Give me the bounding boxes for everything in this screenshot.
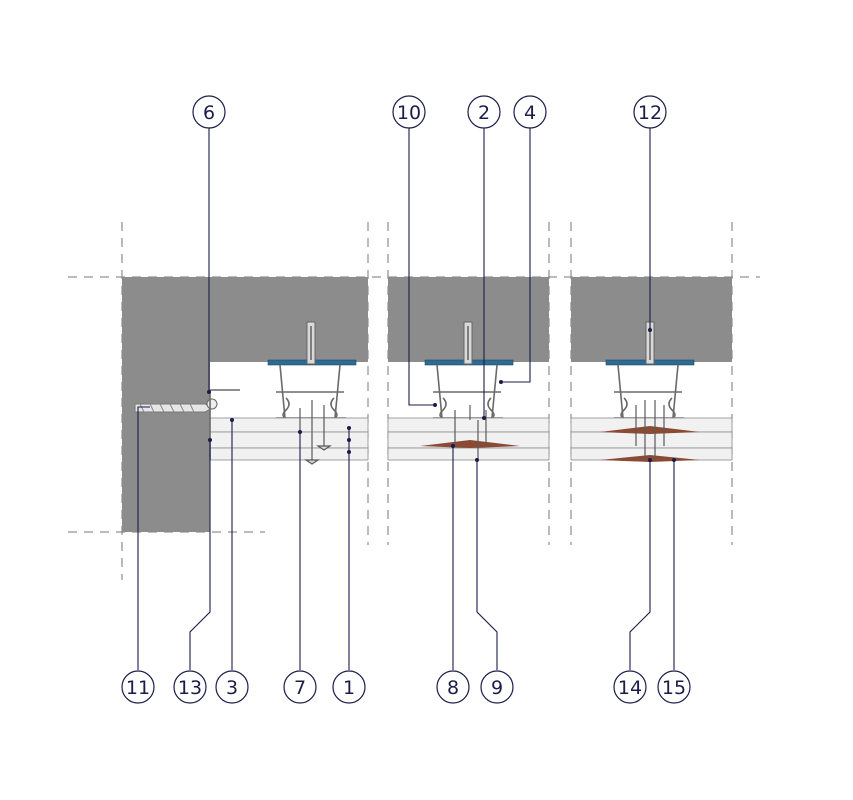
callout-6: 6 xyxy=(192,95,226,129)
gypsum-boards-middle xyxy=(387,417,550,461)
svg-text:1: 1 xyxy=(343,677,355,699)
gypsum-boards-right xyxy=(570,417,733,461)
svg-text:8: 8 xyxy=(447,677,459,699)
callout-8: 8 xyxy=(436,670,470,704)
callout-7: 7 xyxy=(283,670,317,704)
svg-text:10: 10 xyxy=(397,102,421,124)
callout-15: 15 xyxy=(657,670,691,704)
svg-text:2: 2 xyxy=(478,102,490,124)
svg-text:6: 6 xyxy=(203,102,215,124)
svg-text:9: 9 xyxy=(491,677,503,699)
svg-text:14: 14 xyxy=(618,677,642,699)
callout-2: 2 xyxy=(467,95,501,129)
hanger-profile xyxy=(276,364,346,419)
hanger-profile-middle xyxy=(433,364,503,419)
callout-12: 12 xyxy=(633,95,667,129)
hanger-profile-right xyxy=(614,364,684,419)
svg-text:3: 3 xyxy=(226,677,238,699)
leader-dots xyxy=(207,328,676,462)
callout-10: 10 xyxy=(392,95,426,129)
svg-text:11: 11 xyxy=(126,677,150,699)
section-middle xyxy=(387,277,550,461)
callout-11: 11 xyxy=(121,670,155,704)
wall-plug xyxy=(134,398,218,413)
callout-13: 13 xyxy=(173,670,207,704)
svg-text:4: 4 xyxy=(524,102,536,124)
leader-lines xyxy=(137,128,675,670)
callout-14: 14 xyxy=(613,670,647,704)
gypsum-boards xyxy=(209,417,369,461)
section-wall-junction xyxy=(122,277,369,532)
joint-tape-right-upper xyxy=(600,426,700,434)
screws-section-1 xyxy=(299,400,332,465)
svg-text:12: 12 xyxy=(638,102,662,124)
callout-9: 9 xyxy=(480,670,514,704)
callout-4: 4 xyxy=(513,95,547,129)
screws-section-2 xyxy=(454,405,487,460)
svg-text:15: 15 xyxy=(662,677,686,699)
svg-text:7: 7 xyxy=(294,677,306,699)
svg-text:13: 13 xyxy=(178,677,202,699)
ceiling-anchor-middle xyxy=(463,321,473,365)
joint-tape-middle xyxy=(420,440,520,448)
screws-section-3 xyxy=(635,400,665,460)
callout-3: 3 xyxy=(215,670,249,704)
section-right xyxy=(570,277,733,462)
callout-1: 1 xyxy=(332,670,366,704)
ceiling-anchor xyxy=(306,321,316,365)
